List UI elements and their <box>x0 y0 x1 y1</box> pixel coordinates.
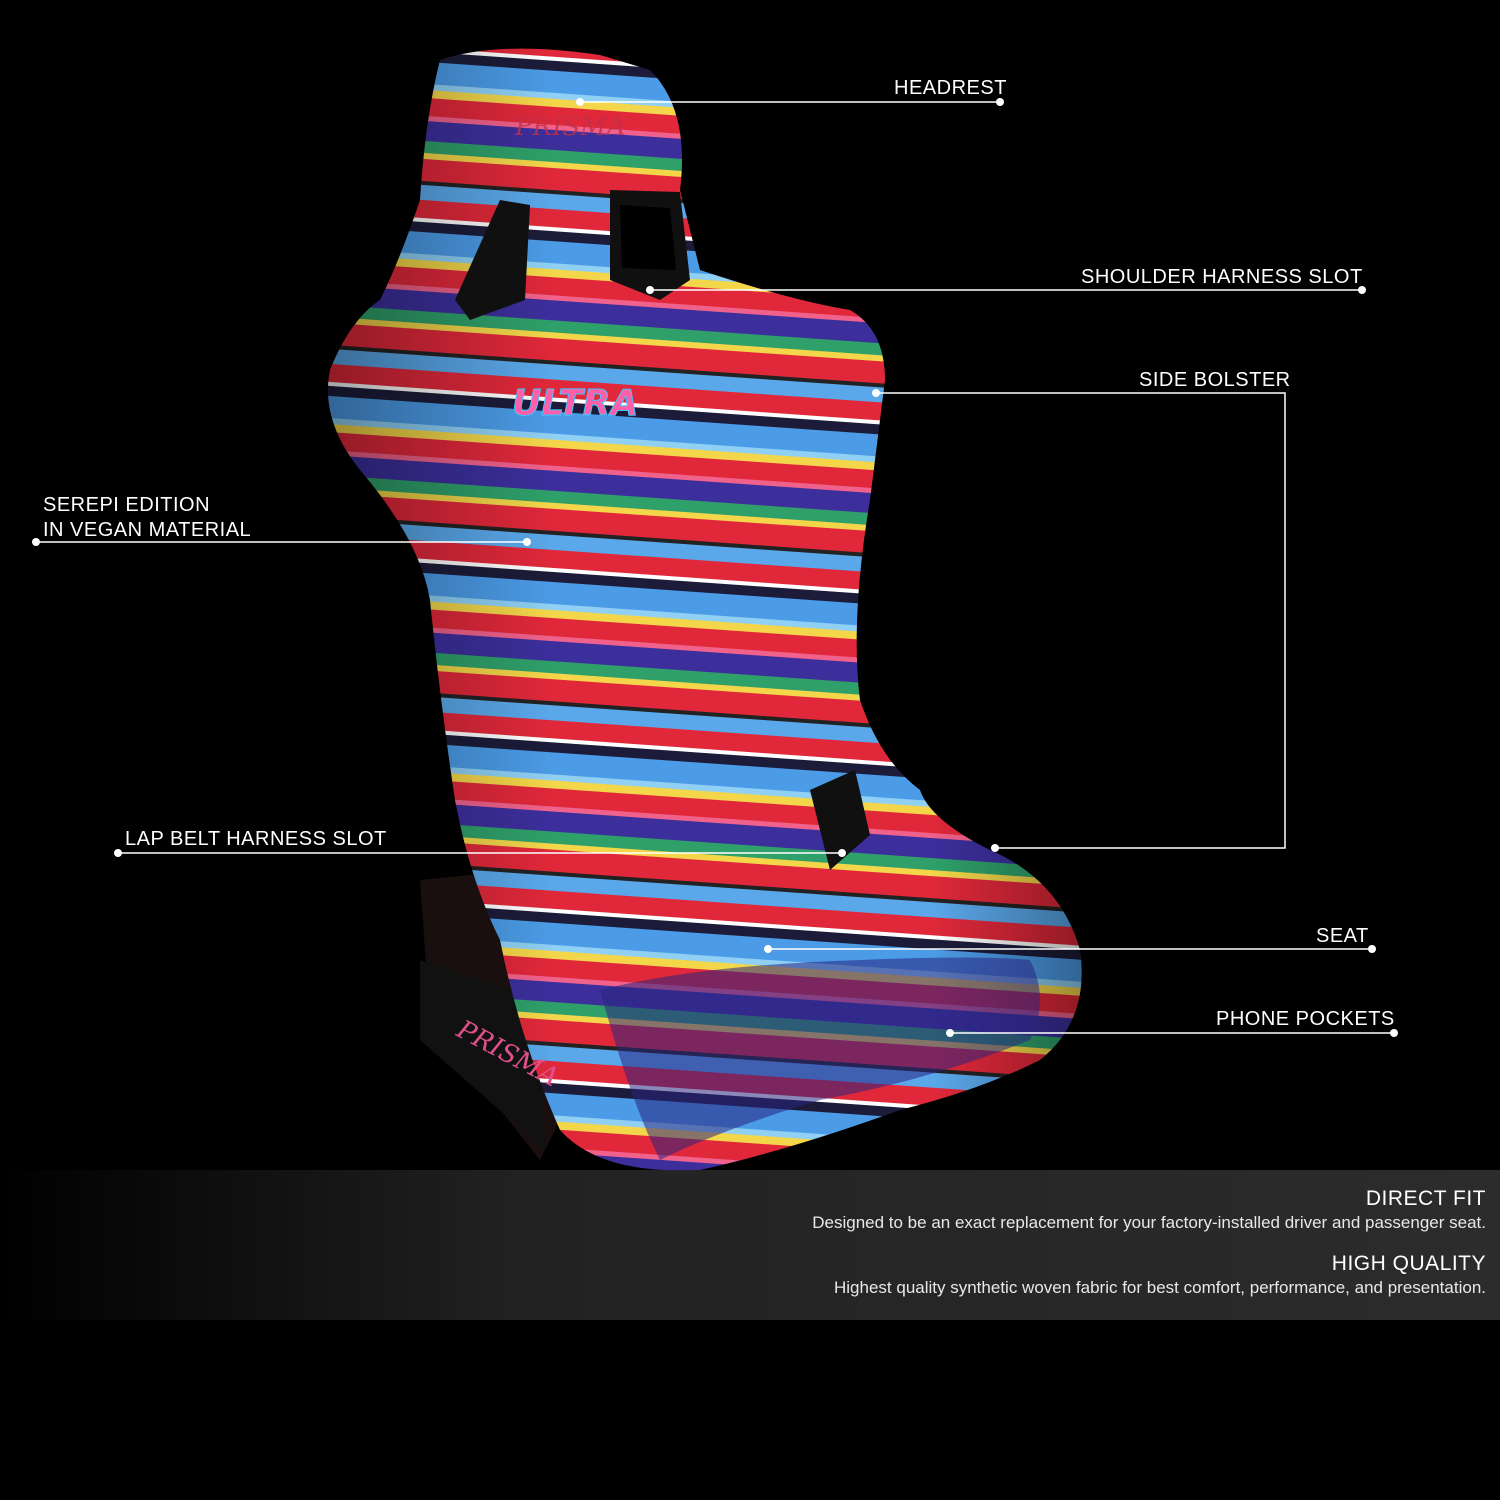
shoulder-harness-slot-right <box>610 190 690 300</box>
callout-dot <box>764 945 772 953</box>
callout-dot <box>32 538 40 546</box>
callout-side-bolster: SIDE BOLSTER <box>1139 369 1291 391</box>
callout-shoulder-harness-slot: SHOULDER HARNESS SLOT <box>1081 266 1363 288</box>
side-logo: PRISMA <box>451 1014 564 1093</box>
callout-headrest: HEADREST <box>894 77 1007 99</box>
callout-dot <box>838 849 846 857</box>
callout-dot <box>872 389 880 397</box>
callout-dot <box>576 98 584 106</box>
lap-belt-slot <box>810 770 870 870</box>
callout-dot <box>1368 945 1376 953</box>
feature-title: DIRECT FIT <box>1365 1187 1486 1210</box>
callout-seat: SEAT <box>1316 925 1369 947</box>
callout-dot <box>114 849 122 857</box>
seat-backrest <box>328 48 1082 1171</box>
headrest-logo: PRISMA <box>514 112 626 142</box>
features-banner: DIRECT FIT Designed to be an exact repla… <box>0 1170 1500 1320</box>
feature-description: Designed to be an exact replacement for … <box>812 1213 1486 1232</box>
callout-dot <box>646 286 654 294</box>
seat-base-bracket <box>420 870 560 1160</box>
callout-dot <box>991 844 999 852</box>
callout-lap-belt-harness-slot: LAP BELT HARNESS SLOT <box>125 828 387 850</box>
back-logo: ULTRA <box>512 383 638 424</box>
feature-title: HIGH QUALITY <box>1331 1252 1486 1275</box>
feature-description: Highest quality synthetic woven fabric f… <box>834 1278 1486 1297</box>
feature-direct-fit: DIRECT FIT Designed to be an exact repla… <box>812 1186 1486 1234</box>
callout-dot <box>523 538 531 546</box>
shoulder-harness-slot-left <box>455 200 530 320</box>
feature-high-quality: HIGH QUALITY Highest quality synthetic w… <box>834 1251 1486 1299</box>
callout-material-line1: SEREPI EDITION <box>43 494 211 516</box>
callout-dot <box>946 1029 954 1037</box>
callout-phone-pockets: PHONE POCKETS <box>1216 1008 1395 1030</box>
callout-material-line2: IN VEGAN MATERIAL <box>43 519 252 541</box>
seat-cushion <box>600 957 1040 1160</box>
